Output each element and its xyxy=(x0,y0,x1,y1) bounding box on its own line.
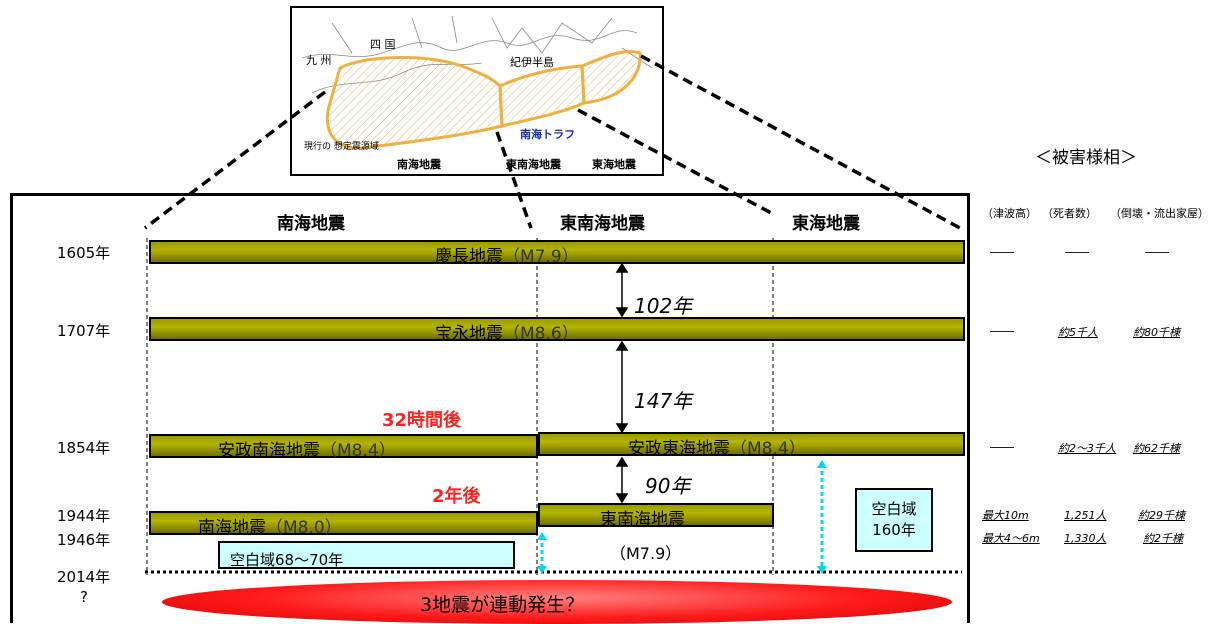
map-label-nankai: 南海地震 xyxy=(397,158,441,171)
damage-header-houses: （倒壊・流出家屋） xyxy=(1110,207,1209,220)
map-label-current-area: 現行の 想定震源域 xyxy=(304,142,379,152)
year-1605: 1605年 xyxy=(57,244,111,262)
year-1944: 1944年 xyxy=(57,507,111,525)
gap-102: 102年 xyxy=(634,294,693,318)
label-ansei-tokai: 安政東海地震（M8.4） xyxy=(628,439,806,459)
damage-1944-tsunami: 最大10m xyxy=(982,509,1029,522)
bar-nankai-1946 xyxy=(149,511,538,535)
timeline-frame xyxy=(10,193,970,623)
gap-147: 147年 xyxy=(634,389,693,413)
blank-tokai-line1: 空白域 xyxy=(871,500,917,518)
damage-1854-tsunami: ―― xyxy=(990,440,1014,454)
source-area-map: 九 州 四 国 紀伊半島 南海トラフ 現行の 想定震源域 南海地震 東南海地震 … xyxy=(290,6,664,176)
map-label-tonankai: 東南海地震 xyxy=(506,158,561,171)
damage-1605-deaths: ―― xyxy=(1065,245,1089,259)
map-label-kyushu: 九 州 xyxy=(306,54,332,67)
blank-tokai-line2: 160年 xyxy=(872,521,916,539)
damage-1707-houses: 約80千棟 xyxy=(1133,326,1180,339)
map-label-tokai: 東海地震 xyxy=(592,158,636,171)
damage-1605-houses: ―― xyxy=(1145,245,1169,259)
damage-1946-houses: 約2千棟 xyxy=(1143,532,1183,545)
damage-1944-deaths: 1,251人 xyxy=(1064,509,1107,522)
damage-1944-houses: 約29千棟 xyxy=(1138,509,1185,522)
future-ellipse xyxy=(162,580,952,624)
year-1707: 1707年 xyxy=(57,322,111,340)
blank-nankai-text: 空白域68～70年 xyxy=(230,551,344,569)
bar-ansei-nankai xyxy=(149,434,538,458)
map-label-shikoku: 四 国 xyxy=(370,38,396,51)
delay-32h: 32時間後 xyxy=(382,410,462,431)
mag-tonankai-1944: （M7.9） xyxy=(610,544,682,563)
year-1946: 1946年 xyxy=(57,531,111,549)
blank-nankai-box: 空白域68～70年 xyxy=(218,541,515,569)
column-header-tokai: 東海地震 xyxy=(792,214,860,234)
label-keicho: 慶長地震（M7.9） xyxy=(435,247,579,267)
label-tonankai-1944: 東南海地震 xyxy=(600,510,685,530)
bar-ansei-tokai xyxy=(538,432,965,456)
bar-tonankai-1944 xyxy=(538,503,774,527)
damage-1854-deaths: 約2～3千人 xyxy=(1058,442,1116,455)
map-drawing xyxy=(301,15,653,150)
bar-keicho xyxy=(149,240,965,264)
bar-hoei xyxy=(149,317,965,341)
map-label-trough: 南海トラフ xyxy=(520,128,575,141)
damage-1946-deaths: 1,330人 xyxy=(1064,532,1107,545)
year-2014: 2014年 xyxy=(57,568,111,586)
damage-header-deaths: （死者数） xyxy=(1042,207,1097,220)
label-nankai-1946: 南海地震（M8.0） xyxy=(198,518,342,538)
damage-1854-houses: 約62千棟 xyxy=(1133,442,1180,455)
damage-1707-deaths: 約5千人 xyxy=(1058,326,1098,339)
damage-header-tsunami: （津波高） xyxy=(982,207,1037,220)
damage-1946-tsunami: 最大4～6m xyxy=(982,532,1040,545)
column-header-nankai: 南海地震 xyxy=(277,214,345,234)
label-ansei-nankai: 安政南海地震（M8.4） xyxy=(218,441,396,461)
year-1854: 1854年 xyxy=(57,439,111,457)
label-hoei: 宝永地震（M8.6） xyxy=(435,324,579,344)
map-label-kii: 紀伊半島 xyxy=(510,56,554,69)
damage-1707-tsunami: ―― xyxy=(990,324,1014,338)
delay-2y: 2年後 xyxy=(432,486,481,507)
gap-90: 90年 xyxy=(645,474,691,498)
blank-tokai-box: 空白域 160年 xyxy=(855,488,933,552)
year-future: ? xyxy=(80,588,88,606)
damage-1605-tsunami: ―― xyxy=(990,245,1014,259)
future-label: 3地震が連動発生？ xyxy=(420,594,585,616)
damage-title: ＜被害様相＞ xyxy=(1035,148,1137,168)
column-header-tonankai: 東南海地震 xyxy=(560,214,645,234)
